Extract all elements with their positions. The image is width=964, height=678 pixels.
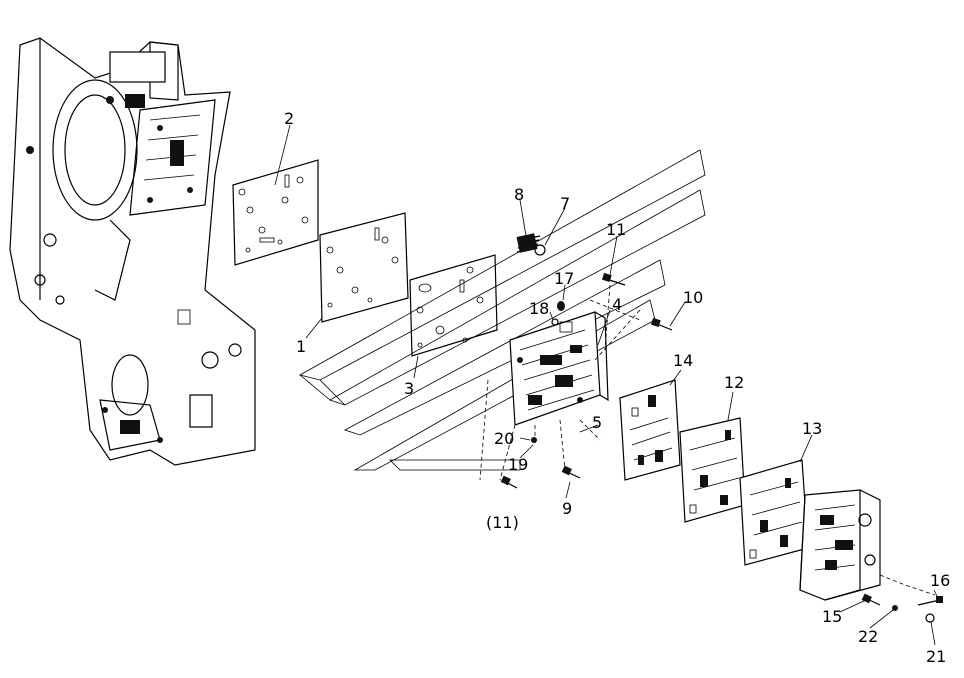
callout-1: 1	[296, 337, 306, 356]
callout-labels: 2 1 3 4 5 7 8 9 10 11 (11) 12 13 14 15 1…	[284, 109, 950, 666]
callout-10: 10	[683, 288, 703, 307]
separator-plate-13	[739, 459, 809, 566]
separator-plate-12	[679, 417, 746, 523]
callout-21: 21	[926, 647, 946, 666]
callout-8: 8	[514, 185, 524, 204]
callout-7: 7	[560, 194, 570, 213]
bolt-11	[601, 272, 626, 286]
callout-2: 2	[284, 109, 294, 128]
callout-19: 19	[508, 455, 528, 474]
rear-valve-body	[799, 489, 936, 601]
plug-17	[557, 301, 565, 311]
callout-11-paren: (11)	[486, 513, 519, 532]
separator-plate-1	[319, 212, 409, 323]
callout-5: 5	[592, 413, 602, 432]
washer-22	[892, 605, 898, 611]
callout-15: 15	[822, 607, 842, 626]
separator-plate-2	[232, 159, 319, 266]
bolt-15	[861, 593, 881, 606]
valve-body-4	[509, 311, 609, 426]
callout-4: 4	[612, 295, 622, 314]
spring-8	[516, 233, 541, 253]
callout-9: 9	[562, 499, 572, 518]
seal-18	[551, 318, 559, 326]
ring-21	[925, 613, 935, 623]
transmission-housing	[9, 37, 256, 466]
bolt-16	[917, 596, 943, 606]
leader-lines	[274, 124, 939, 646]
separator-plate-3	[409, 254, 498, 357]
callout-14: 14	[673, 351, 693, 370]
bolt-11-lower	[500, 475, 518, 489]
bolt-9	[561, 465, 581, 479]
callout-3: 3	[404, 379, 414, 398]
callout-11: 11	[606, 220, 626, 239]
callout-16: 16	[930, 571, 950, 590]
part-20	[531, 437, 537, 443]
separator-plate-14	[619, 379, 681, 481]
callout-20: 20	[494, 429, 514, 448]
callout-17: 17	[554, 269, 574, 288]
callout-18: 18	[529, 299, 549, 318]
callout-13: 13	[802, 419, 822, 438]
callout-12: 12	[724, 373, 744, 392]
assembly-dashes	[479, 284, 641, 481]
callout-22: 22	[858, 627, 878, 646]
ball-7	[534, 244, 546, 256]
bolt-10	[650, 317, 673, 331]
